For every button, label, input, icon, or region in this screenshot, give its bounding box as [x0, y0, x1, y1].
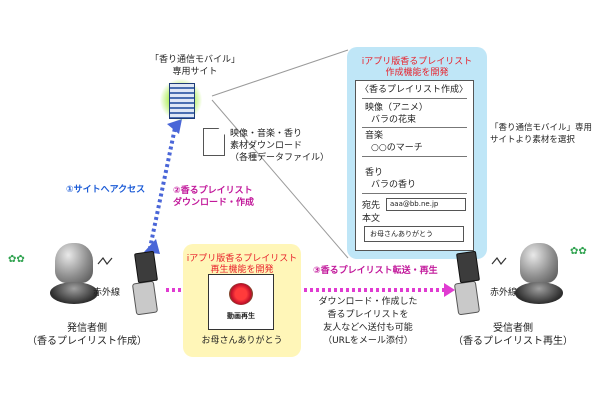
phone-sender-body [131, 280, 159, 316]
site-title-line2: 専用サイト [172, 67, 218, 77]
materials-line3: （各種データファイル） [230, 153, 330, 163]
receiver-line2: （香るプレイリスト再生） [453, 336, 573, 347]
scent-value: バラの香り [371, 180, 417, 190]
step2-label: ②香るプレイリスト ダウンロード・作成 [173, 185, 254, 209]
aroma-device-sender [55, 243, 93, 283]
center-note-line2: 香るプレイリストを [327, 310, 409, 320]
doc-header: 〈香るプレイリスト作成〉 [360, 85, 469, 95]
phone-receiver-screen [456, 250, 480, 284]
playlist-document: 〈香るプレイリスト作成〉 映像（アニメ） バラの花束 音楽 ○○のマーチ 香り … [355, 80, 474, 251]
materials-line2: 素材ダウンロード [230, 141, 303, 151]
video-label: 映像（アニメ） [365, 103, 428, 113]
to-field: aaa@bb.ne.jp [386, 198, 466, 211]
scent-label: 香り [365, 168, 384, 178]
music-value: ○○のマーチ [371, 143, 423, 153]
side-note-line1: 「香り通信モバイル」専用 [490, 123, 593, 133]
site-title-line1: 「香り通信モバイル」 [150, 55, 241, 65]
scent-deco-left: ✿✿ [8, 254, 25, 265]
video-value: バラの花束 [371, 115, 417, 125]
sender-line2: （香るプレイリスト作成） [27, 336, 147, 347]
materials-text: 映像・音楽・香り 素材ダウンロード （各種データファイル） [230, 128, 329, 164]
materials-line1: 映像・音楽・香り [230, 129, 303, 139]
to-label: 宛先 [362, 201, 381, 211]
playlist-create-title: iアプリ版香るプレイリスト 作成機能を開発 [347, 57, 487, 79]
video-player-box: 動画再生 [208, 274, 274, 330]
play-message: お母さんありがとう [201, 336, 283, 346]
step2-line1: ②香るプレイリスト [173, 186, 253, 196]
body-value: お母さんありがとう [370, 230, 433, 238]
server-icon [169, 83, 195, 119]
playlist-play-title-line2: 再生機能を開発 [210, 265, 274, 275]
center-note: ダウンロード・作成した 香るプレイリストを 友人などへ送付も可能 （URLをメー… [303, 296, 433, 348]
phone-sender-screen [134, 250, 158, 284]
sender-line1: 発信者側 [67, 323, 107, 334]
aroma-device-receiver-base [515, 282, 563, 304]
aroma-device-sender-base [50, 282, 98, 304]
body-field: お母さんありがとう [364, 226, 464, 242]
site-title: 「香り通信モバイル」 専用サイト [150, 54, 240, 78]
scent-deco-right: ✿✿ [570, 246, 587, 257]
aroma-device-receiver [520, 243, 558, 283]
infrared-left-label: 赤外線 [93, 288, 121, 298]
center-note-line3: 友人などへ送付も可能 [323, 323, 413, 333]
center-note-line1: ダウンロード・作成した [318, 297, 418, 307]
center-note-line4: （URLをメール添付） [323, 336, 413, 346]
phone-receiver-body [453, 280, 481, 316]
infrared-right-label: 赤外線 [490, 288, 518, 298]
file-document-icon [203, 128, 225, 156]
receiver-label: 受信者側 （香るプレイリスト再生） [448, 322, 578, 348]
step3-label: ③香るプレイリスト転送・再生 [313, 266, 438, 276]
step2-line2: ダウンロード・作成 [173, 198, 255, 208]
to-value: aaa@bb.ne.jp [390, 200, 439, 208]
playlist-play-title-line1: iアプリ版香るプレイリスト [186, 254, 298, 264]
step1-label: ①サイトへアクセス [66, 185, 146, 195]
side-note: 「香り通信モバイル」専用 サイトより素材を選択 [490, 122, 592, 146]
playlist-play-title: iアプリ版香るプレイリスト 再生機能を開発 [183, 254, 301, 276]
body-label: 本文 [362, 214, 381, 224]
receiver-line1: 受信者側 [493, 323, 533, 334]
sender-label: 発信者側 （香るプレイリスト作成） [22, 322, 152, 348]
music-label: 音楽 [365, 131, 384, 141]
playlist-create-title-line2: 作成機能を開発 [385, 68, 449, 78]
rose-bouquet-icon [229, 283, 253, 305]
playlist-create-title-line1: iアプリ版香るプレイリスト [361, 57, 473, 67]
side-note-line2: サイトより素材を選択 [490, 135, 575, 145]
video-play-label: 動画再生 [227, 312, 255, 320]
